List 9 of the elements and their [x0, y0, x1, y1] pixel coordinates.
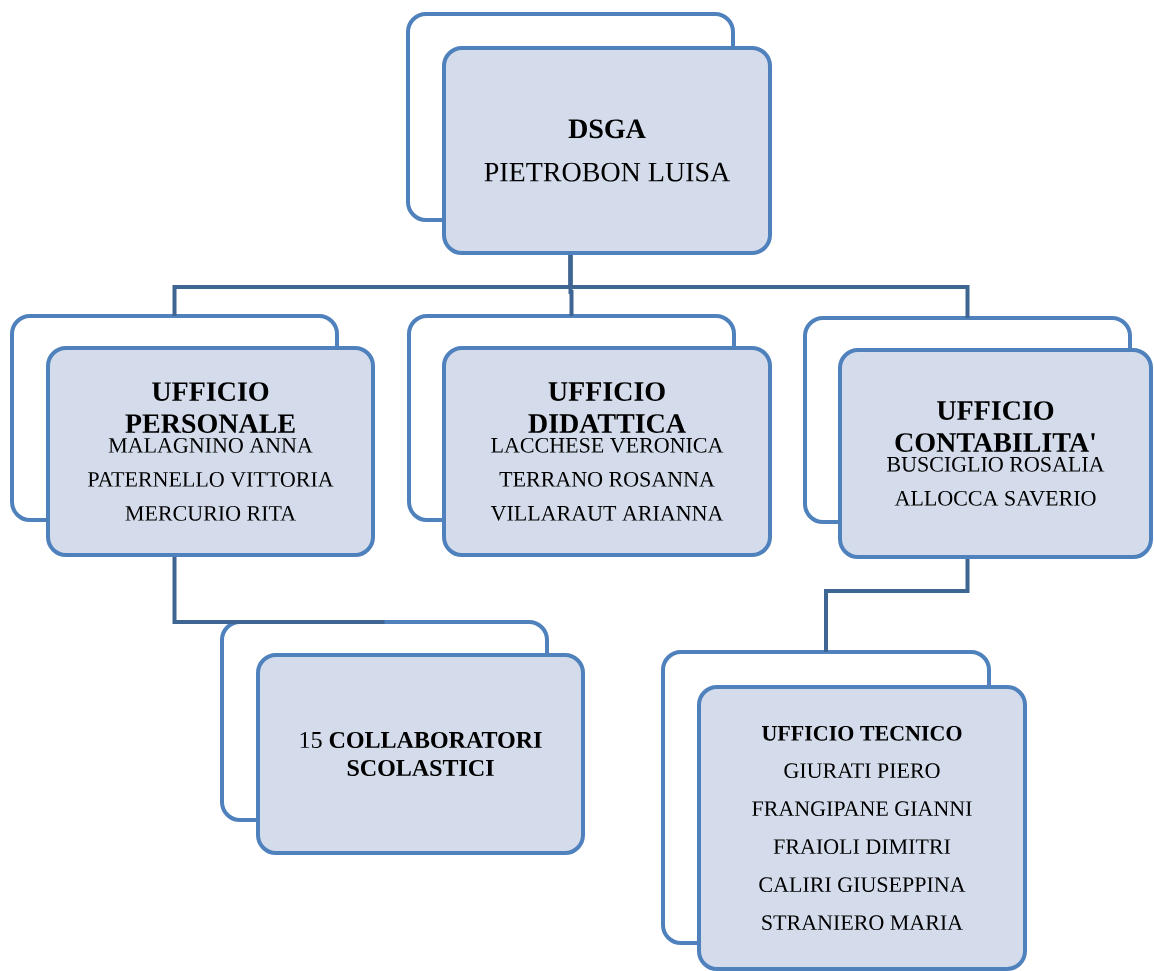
org-box: DSGA PIETROBON LUISA — [406, 12, 772, 255]
connector-line — [172, 557, 385, 624]
org-box: UFFICIO PERSONALE MALAGNINO ANNA PATERNELLO VITTORIA MERCURIO RITA — [10, 314, 375, 557]
org-box: UFFICIO CONTABILITA' BUSCIGLIO ROSALIA ALLOCCA SAVERIO — [803, 316, 1153, 559]
org-box: UFFICIO TECNICO GIURATI PIERO FRANGIPANE GIANNI FRAIOLI DIMITRI CALIRI GIUSEPPINA STRANIERO MARIA — [661, 650, 1027, 971]
org-box: 15 COLLABORATORI SCOLASTICI — [220, 620, 585, 855]
org-box: UFFICIO DIDATTICA LACCHESE VERONICA TERRANO ROSANNA VILLARAUT ARIANNA — [407, 314, 772, 557]
connector-line — [568, 255, 970, 318]
connector-line — [824, 559, 970, 652]
